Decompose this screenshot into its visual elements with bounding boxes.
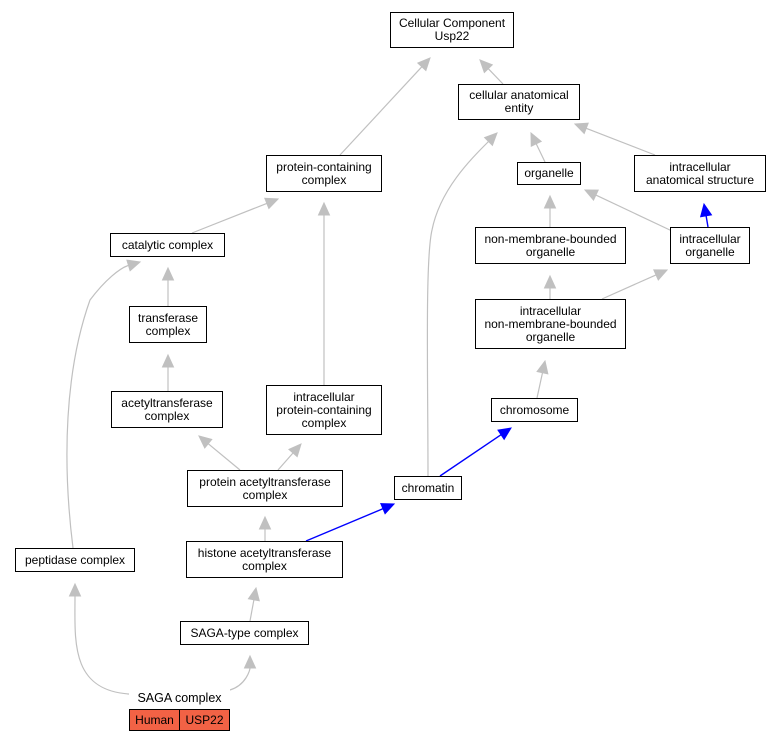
edge-arrowhead <box>479 59 494 74</box>
node-label-line: protein acetyltransferase <box>199 474 331 489</box>
edge-arrowhead <box>380 503 396 515</box>
edge-arrowhead <box>288 443 302 458</box>
edge-is-a <box>601 274 657 300</box>
edge-arrowhead <box>161 353 175 368</box>
edge-arrowhead <box>530 131 543 147</box>
edge-arrowhead <box>126 259 142 272</box>
node-label-line: SAGA complex <box>137 691 222 705</box>
node-chromosome[interactable]: chromosome <box>491 398 578 422</box>
edge-arrowhead <box>699 202 713 218</box>
node-label-line: cellular anatomical <box>469 88 569 102</box>
edge-is-a <box>277 452 294 471</box>
node-label-line: catalytic complex <box>121 237 214 252</box>
edge-arrowhead <box>573 122 589 135</box>
edge-arrowhead <box>497 427 512 441</box>
node-label-line: acetyltransferase <box>121 395 213 410</box>
edge-is-a <box>207 443 241 471</box>
edge-is-a <box>535 143 546 163</box>
node-label-line: Usp22 <box>434 29 470 43</box>
edge-arrowhead <box>543 274 557 289</box>
node-label-line: non-membrane-bounded <box>484 316 617 331</box>
node-label-line: chromatin <box>401 480 455 495</box>
node-label-line: organelle <box>525 244 576 259</box>
edge-arrowhead <box>198 435 213 449</box>
edge-is-a <box>487 68 504 85</box>
node-label-line: intracellular <box>669 159 731 174</box>
node-label-line: organelle <box>524 166 574 180</box>
node-label-line: entity <box>504 101 534 115</box>
edge-arrowhead <box>543 194 557 209</box>
node-label-line: transferase <box>137 310 199 325</box>
gene-tag-usp22[interactable]: USP22 <box>179 709 230 731</box>
edge-is-a <box>191 202 268 234</box>
node-label-line: anatomical structure <box>645 172 755 187</box>
edge-arrowhead <box>583 189 599 202</box>
edge-part-of <box>705 215 709 228</box>
node-chromatin[interactable]: chromatin <box>394 476 462 500</box>
edge-arrowhead <box>317 201 331 216</box>
node-catalytic-complex[interactable]: catalytic complex <box>110 233 225 257</box>
node-label-line: complex <box>145 323 191 338</box>
edge-part-of <box>305 508 384 542</box>
edge-arrowhead <box>483 132 498 147</box>
edge-arrowhead <box>264 197 280 210</box>
node-label-line: complex <box>301 172 347 187</box>
node-organelle[interactable]: organelle <box>517 162 581 185</box>
node-label-line: complex <box>242 487 288 502</box>
node-label-line: peptidase complex <box>24 552 126 567</box>
node-saga-complex[interactable]: SAGA complex <box>129 686 230 710</box>
node-label-line: complex <box>144 408 190 423</box>
node-label-line: complex <box>242 558 287 573</box>
edge-arrowhead <box>258 515 272 530</box>
edge-is-a <box>229 667 251 691</box>
edge-arrowhead <box>536 359 549 375</box>
node-label-line: intracellular <box>293 389 355 404</box>
node-peptidase-complex[interactable]: peptidase complex <box>15 548 135 572</box>
edge-arrowhead <box>68 582 82 597</box>
node-label-line: organelle <box>525 329 576 344</box>
node-label-line: complex <box>301 415 347 430</box>
species-tag-human[interactable]: Human <box>129 709 180 731</box>
edge-arrowhead <box>653 269 669 281</box>
edge-is-a <box>74 595 130 695</box>
edge-arrowhead <box>243 654 257 669</box>
edge-is-a <box>249 599 255 622</box>
edge-arrowhead <box>247 586 260 602</box>
edge-is-a <box>339 66 423 156</box>
edge-is-a <box>426 141 489 477</box>
edge-is-a <box>585 127 656 156</box>
edge-arrowhead <box>416 57 431 72</box>
edge-is-a <box>595 194 673 232</box>
node-label-line: protein-containing <box>276 402 372 417</box>
node-label-line: chromosome <box>499 402 570 417</box>
node-saga-type-complex[interactable]: SAGA-type complex <box>180 621 309 645</box>
node-label-line: intracellular <box>679 231 741 246</box>
node-label-line: Cellular Component <box>398 16 506 30</box>
node-label-line: organelle <box>685 244 735 259</box>
edge-arrowhead <box>161 266 175 281</box>
node-label-line: intracellular <box>519 303 582 318</box>
edge-is-a <box>66 264 129 549</box>
edge-part-of <box>439 434 502 477</box>
node-label-line: protein-containing <box>276 159 372 174</box>
node-label-line: SAGA-type complex <box>190 625 299 640</box>
node-label-line: histone acetyltransferase <box>197 545 332 560</box>
edge-is-a <box>536 372 544 399</box>
node-label-line: non-membrane-bounded <box>484 231 617 246</box>
